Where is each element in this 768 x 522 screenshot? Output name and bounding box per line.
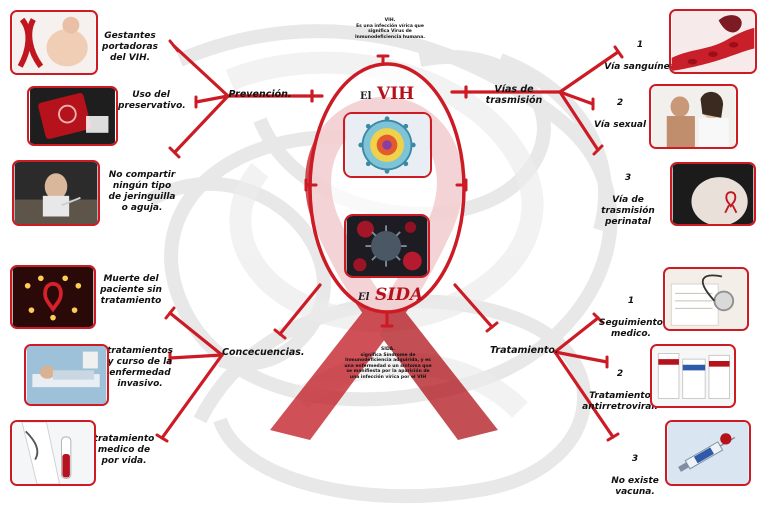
tratamiento-item-2-num: 2	[616, 369, 624, 379]
sida-virus-icon	[346, 216, 428, 276]
candles-icon	[12, 267, 94, 327]
consecuencias-item-3: tratamiento medico de por vida.	[93, 434, 155, 466]
photo-syringe	[665, 420, 751, 486]
stethoscope-icon	[665, 269, 747, 329]
trasmision-label: Vías de trasmisión	[485, 84, 543, 106]
consecuencias-item-2: tratamientos y curso de la enfermedad in…	[106, 346, 173, 389]
consecuencias-label: Concecuencias.	[222, 347, 305, 358]
sida-title: El SIDA	[358, 285, 423, 305]
photo-pills	[650, 344, 736, 408]
prevencion-item-2: Uso del preservativo.	[118, 90, 186, 111]
hospital-patient-icon	[26, 346, 107, 404]
sida-title-prefix: El	[358, 292, 370, 303]
trasmision-item-3-text: Vía de trasmisión perinatal	[601, 195, 655, 227]
photo-stethoscope	[663, 267, 749, 331]
tratamiento-item-2: 2 Tratamiento antirretroviral.	[582, 358, 658, 424]
trasmision-item-1-num: 1	[636, 40, 644, 50]
prevencion-item-1: Gestantes portadoras del VIH.	[102, 31, 158, 63]
trasmision-item-3: 3 Vía de trasmisión perinatal	[588, 162, 668, 239]
condom-icon	[30, 88, 115, 144]
prevencion-label: Prevención.	[228, 89, 292, 100]
pregnant-woman-icon	[12, 12, 96, 73]
vih-title-prefix: El	[360, 91, 372, 102]
trasmision-item-2-text: Vía sexual	[593, 120, 647, 130]
consecuencias-item-1: Muerte del paciente sin tratamiento	[100, 274, 162, 306]
tratamiento-item-1: 1 Seguimiento medico.	[596, 285, 666, 351]
needle-user-icon	[14, 162, 98, 224]
syringe-icon	[667, 422, 749, 484]
tratamiento-item-2-text: Tratamiento antirretroviral.	[582, 391, 658, 412]
sida-virus-image	[344, 214, 430, 278]
prevencion-item-3: No compartir ningún tipo de jeringuilla …	[108, 170, 176, 213]
hiv-virus-icon	[345, 114, 430, 176]
connectors	[160, 44, 620, 440]
tratamiento-item-3-num: 3	[631, 454, 639, 464]
photo-couple	[649, 84, 738, 149]
pregnant-belly-icon	[672, 164, 754, 224]
vih-title: El VIH	[360, 84, 414, 104]
tratamiento-label: Tratamiento.	[490, 345, 559, 356]
hiv-virus-image	[343, 112, 432, 178]
connector-caps	[155, 39, 624, 443]
trasmision-item-1: 1 Vía sanguínea	[598, 29, 682, 84]
photo-pregnant-ribbon	[10, 10, 98, 75]
photo-condom	[27, 86, 118, 146]
tratamiento-item-3-text: No existe vacuna.	[611, 476, 659, 497]
tratamiento-item-1-num: 1	[627, 296, 635, 306]
sida-title-word: SIDA	[375, 285, 424, 305]
pills-icon	[652, 346, 734, 406]
blood-vessel-icon	[671, 11, 755, 72]
vih-definition: VIH. Es una infección vírica que signifi…	[354, 18, 426, 40]
trasmision-item-3-num: 3	[624, 173, 632, 183]
photo-hospital-patient	[24, 344, 109, 406]
sida-definition: SIDA. significa Síndrome de Inmunodefici…	[344, 347, 432, 380]
trasmision-item-2-num: 2	[616, 98, 624, 108]
photo-needle-user	[12, 160, 100, 226]
photo-blood-vessel	[669, 9, 757, 74]
tratamiento-item-3: 3 No existe vacuna.	[600, 443, 670, 509]
tratamiento-item-1-text: Seguimiento medico.	[599, 318, 663, 339]
couple-icon	[651, 86, 736, 147]
photo-pregnant-belly	[670, 162, 756, 226]
photo-blood-tube	[10, 420, 96, 486]
vih-title-word: VIH	[377, 84, 415, 104]
photo-candles	[10, 265, 96, 329]
blood-tube-icon	[12, 422, 94, 484]
trasmision-item-1-text: Vía sanguínea	[604, 62, 676, 72]
oval-handles	[304, 54, 468, 192]
trasmision-item-2: 2 Vía sexual	[588, 87, 652, 142]
